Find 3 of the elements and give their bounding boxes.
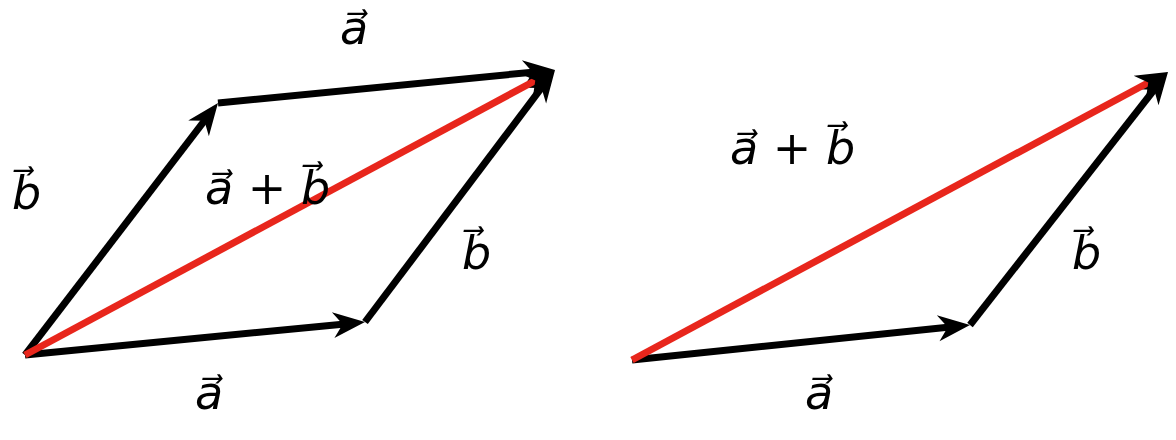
vector-label: a⃗ — [805, 370, 834, 416]
vector-label: a⃗ — [340, 5, 369, 51]
vector-label: a⃗ — [195, 370, 224, 416]
